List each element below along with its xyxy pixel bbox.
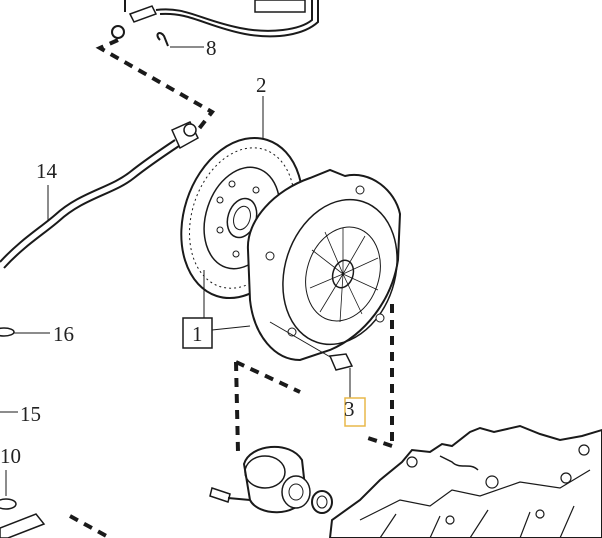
clip-part-8: 8 — [156, 32, 217, 60]
part-15: 15 — [0, 402, 41, 426]
bolt-part-3: 3 — [269, 321, 366, 427]
dashed-leader-top — [95, 38, 215, 132]
callout-15: 15 — [20, 402, 41, 426]
callout-14: 14 — [36, 159, 58, 183]
callout-8: 8 — [206, 36, 217, 60]
release-bearing — [209, 446, 333, 514]
part-16: 16 — [0, 322, 74, 346]
dashed-leader-bearing — [234, 304, 394, 453]
callout-3-highlight — [344, 397, 366, 427]
callout-2: 2 — [256, 73, 267, 97]
callout-1: 1 — [192, 322, 203, 346]
hose-part-14: 14 — [0, 121, 199, 269]
callout-16: 16 — [53, 322, 74, 346]
callout-10: 10 — [0, 444, 21, 468]
part-10: 10 — [0, 444, 111, 538]
pressure-plate — [246, 168, 402, 362]
callout-3: 3 — [344, 397, 355, 421]
transmission-housing — [328, 424, 602, 538]
top-pipe-assembly — [111, 0, 319, 39]
callout-1-box: 1 — [182, 317, 251, 349]
